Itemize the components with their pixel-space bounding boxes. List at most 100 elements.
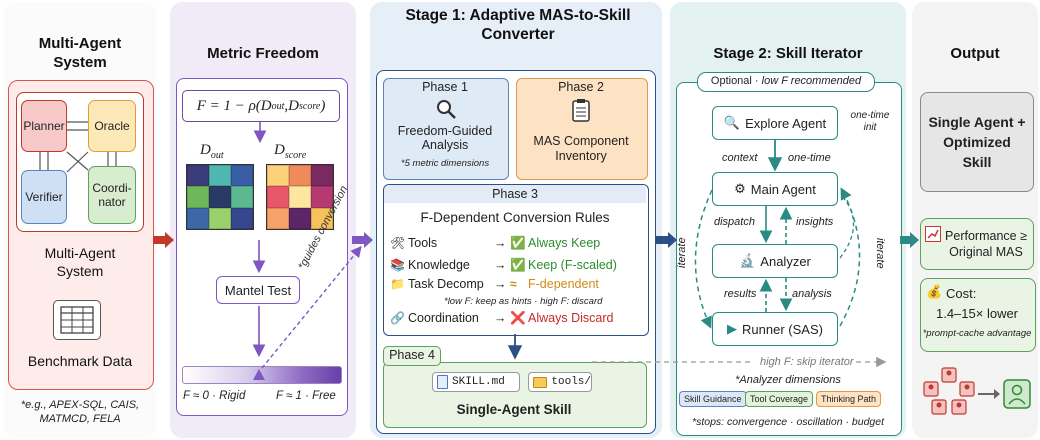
microscope-icon: 🔬	[739, 253, 756, 268]
phase3-subtitle: F-Dependent Conversion Rules	[420, 210, 610, 225]
rule-note: *low F: keep as hints · high F: discard	[444, 296, 603, 307]
cost-label: Cost:	[946, 286, 977, 301]
coordinator-node: Coordi-nator	[88, 166, 136, 224]
panel-arrows	[153, 232, 919, 248]
scale-left-label: F ≈ 0 · Rigid	[183, 390, 246, 402]
panel-d-title: Stage 2: Skill Iterator	[713, 45, 863, 62]
cost-card	[920, 278, 1036, 352]
rule-row: 📁Task Decomp →≈ F-dependent	[390, 276, 644, 307]
phase1-note: *5 metric dimensions	[400, 158, 490, 169]
insights-label: insights	[796, 216, 834, 228]
oracle-node: Oracle	[88, 100, 136, 152]
results-label: results	[724, 288, 757, 300]
rule-mark: ≈	[510, 277, 517, 291]
main-agent-node: ⚙Main Agent	[712, 172, 838, 206]
rule-mark: ✅	[510, 235, 526, 250]
verifier-node: Verifier	[21, 170, 67, 224]
rule-row: 🛠Tools→✅Always Keep	[390, 232, 644, 254]
rule-arrow: →	[494, 258, 507, 272]
dscore-label: Dscore	[274, 142, 307, 161]
rule-result: Always Discard	[528, 311, 614, 325]
phase3-header	[384, 185, 646, 203]
phase2-box	[516, 78, 648, 180]
scale-right-label: F ≈ 1 · Free	[276, 390, 336, 402]
performance-card: Performance ≥ Original MAS	[920, 218, 1034, 270]
benchmark-footnote: *e.g., APEX-SQL, CAIS, MATMCD, FELA	[20, 399, 140, 425]
dispatch-label: dispatch	[714, 216, 755, 228]
phase2-title: Phase 2	[558, 80, 604, 94]
formula-dout-sub: out	[271, 100, 285, 112]
phase1-box	[383, 78, 509, 180]
rule-icon: 🔗	[390, 311, 405, 325]
dout-matrix	[186, 164, 254, 230]
money-bag-icon: 💰	[926, 284, 943, 299]
play-icon: ▶	[727, 321, 738, 336]
scale-marker	[253, 369, 265, 380]
rule-name: Tools	[408, 236, 438, 250]
rule-icon: 🛠	[390, 236, 406, 250]
one-time-init-label: one-time init	[850, 110, 890, 133]
phase1-title: Phase 1	[422, 80, 468, 94]
conversion-rules: 🛠Tools→✅Always Keep📚Knowledge→✅Keep (F-s…	[390, 232, 644, 329]
rule-icon: 📚	[390, 258, 405, 272]
phase1-text: Freedom-Guided Analysis	[397, 124, 493, 152]
phase2-text: MAS Component Inventory	[533, 134, 629, 163]
file-icon	[437, 375, 448, 389]
analysis-label: analysis	[792, 288, 832, 300]
performance-text: Performance ≥ Original MAS	[945, 229, 1027, 259]
one-time-label: one-time	[788, 152, 831, 164]
stops-label: *stops: convergence · oscillation · budg…	[691, 416, 885, 428]
mas-label: Multi-Agent System	[44, 245, 116, 279]
optional-prefix: Optional ·	[710, 75, 762, 87]
folder-icon	[533, 376, 548, 388]
dout-label: Dout	[200, 142, 224, 161]
explore-agent-node: 🔍Explore Agent	[712, 106, 838, 140]
benchmark-label: Benchmark Data	[27, 353, 133, 369]
skill-file-chip: SKILL.md	[432, 372, 520, 392]
panel-e-title: Output	[950, 45, 1000, 62]
dim-tool-coverage: Tool Coverage	[745, 391, 814, 407]
runner-node: ▶Runner (SAS)	[712, 312, 838, 346]
magnifier-icon	[435, 98, 457, 120]
rule-result: F-dependent	[528, 277, 599, 291]
formula-comma: ,	[284, 97, 289, 114]
rule-name: Task Decomp	[408, 277, 484, 291]
rule-mark: ❌	[510, 310, 526, 325]
planner-node: Planner	[21, 100, 67, 152]
search-icon: 🔍	[723, 115, 741, 130]
rule-name: Coordination	[408, 311, 479, 325]
rule-result: Keep (F-scaled)	[528, 258, 617, 272]
rule-row: 🔗Coordination →❌Always Discard	[390, 307, 644, 329]
phase3-box	[383, 184, 649, 336]
formula-lhs: F = 1 − ρ(	[196, 97, 261, 114]
mantel-test-node: Mantel Test	[216, 276, 300, 304]
panel-c-title: Stage 1: Adaptive MAS-to-Skill Converter	[405, 7, 631, 43]
formula-rhs: )	[320, 97, 326, 114]
formula-dscore: D	[288, 97, 300, 114]
analyzer-dims-label: *Analyzer dimensions	[735, 374, 841, 386]
formula-dout: D	[260, 97, 272, 114]
clipboard-icon	[571, 98, 591, 122]
table-icon	[53, 300, 101, 340]
rule-icon: 📁	[390, 277, 405, 291]
rule-arrow: →	[494, 236, 507, 250]
panel-b-title: Metric Freedom	[207, 45, 319, 62]
phase3-title: Phase 3	[492, 187, 538, 201]
cost-value: 1.4–15× lower	[935, 306, 1019, 321]
formula-dscore-sub: score	[299, 100, 321, 112]
skip-iterator-label: high F: skip iterator	[760, 356, 854, 368]
rule-row: 📚Knowledge→✅Keep (F-scaled)	[390, 254, 644, 276]
skill-file-name: SKILL.md	[452, 376, 505, 388]
agent-links	[39, 121, 117, 173]
panel-a-title: Multi-Agent System	[38, 35, 122, 71]
analyzer-node: 🔬Analyzer	[712, 244, 838, 278]
rule-arrow: →	[494, 277, 507, 291]
optional-emphasis: low F recommended	[761, 75, 862, 87]
rule-name: Knowledge	[408, 258, 470, 272]
phase4-text: Single-Agent Skill	[456, 402, 572, 417]
cost-note: *prompt-cache advantage	[922, 328, 1032, 339]
rule-arrow: →	[494, 311, 507, 325]
tools-dir-chip: tools/	[528, 372, 592, 392]
